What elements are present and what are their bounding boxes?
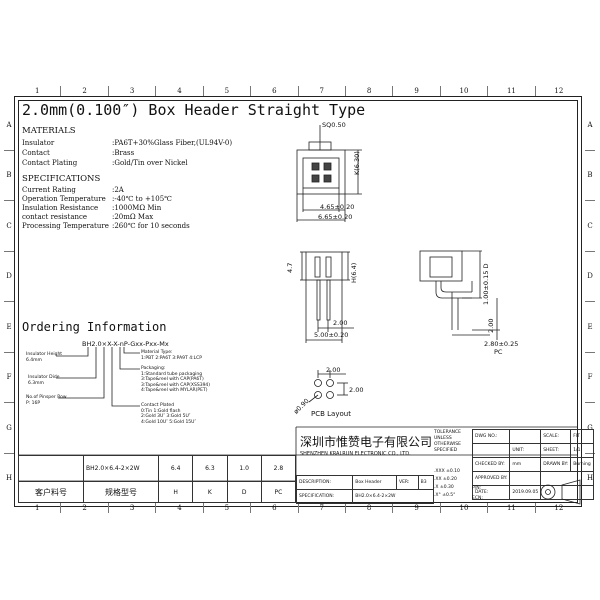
spec-row: Processing Temperature:260℃ for 10 secon… [22, 222, 190, 230]
dim-pitch: 2.00 [333, 319, 348, 327]
date-value: 2019.09.05 [509, 485, 542, 500]
spec-row: Current Rating:2A [22, 186, 124, 194]
date-label: DATE: [471, 485, 511, 500]
spec-value: BH2.0×6.4-2×2W [352, 489, 434, 504]
pn-label: P/N: [472, 486, 482, 491]
specifications-heading: SPECIFICATIONS [22, 174, 101, 184]
header-customer: 客户料号 [18, 481, 84, 503]
order-code: BH2.0×X-X-nP-Gxx-Pxx-Mx [82, 340, 169, 348]
dim-w1: 4.65±0.20 [320, 203, 355, 211]
materials-row: Contact:Brass [22, 149, 135, 157]
tolerance-values: .XXX ±0.10.XX ±0.20.X ±0.30.X° ±0.5° [434, 469, 460, 498]
header-d: D [226, 481, 262, 503]
spec-row: Insulation Resistance:1000MΩ Min [22, 204, 162, 212]
dim-pcb-p2: 2.00 [349, 386, 364, 394]
dim-w2: 6.65±0.20 [318, 213, 353, 221]
ord-material-type: Material Type:1:PBT 2:PA6T 3:PA9T 4:LCP [141, 350, 202, 361]
dim-pcb-p1: 2.00 [326, 366, 341, 374]
header-spec: 规格型号 [83, 481, 159, 503]
materials-heading: MATERIALS [22, 126, 76, 136]
spec-label: SPECIFICATION: [295, 489, 354, 504]
value-k: 6.3 [192, 455, 228, 482]
spec-row: contact resistance:20mΩ Max [22, 213, 154, 221]
drawing-title: 2.0mm(0.100″) Box Header Straight Type [22, 101, 366, 119]
sheet-value: 1/1 [570, 443, 594, 458]
dim-s3: 2.80±0.25 [484, 340, 519, 348]
materials-row: Insulator:PA6T+30%Glass Fiber,(UL94V-0) [22, 139, 233, 147]
header-k: K [192, 481, 228, 503]
dim-s3b: PC [494, 348, 503, 356]
ordering-heading: Ordering Information [22, 320, 167, 334]
dim-sq: SQ0.50 [322, 121, 346, 129]
materials-row: Contact Plating:Gold/Tin over Nickel [22, 159, 188, 167]
part-spec-value: BH2.0×6.4-2×2W [83, 455, 159, 482]
ecn-label: ECN: [472, 496, 483, 501]
dim-w3: 5.00±0.20 [314, 331, 349, 339]
header-pc: PC [260, 481, 297, 503]
spec-row: Operation Temperature:-40℃ to +105℃ [22, 195, 172, 203]
company-en: SHENZHEN KRALRUN ELECTRONIC CO., LTD. [300, 451, 411, 457]
pcb-layout-label: PCB Layout [311, 410, 351, 418]
company-cn: 深圳市惟赞电子有限公司 [300, 435, 433, 449]
part-table: BH2.0×6.4-2×2W 6.4 6.3 1.0 2.8 客户料号 规格型号… [18, 455, 297, 503]
